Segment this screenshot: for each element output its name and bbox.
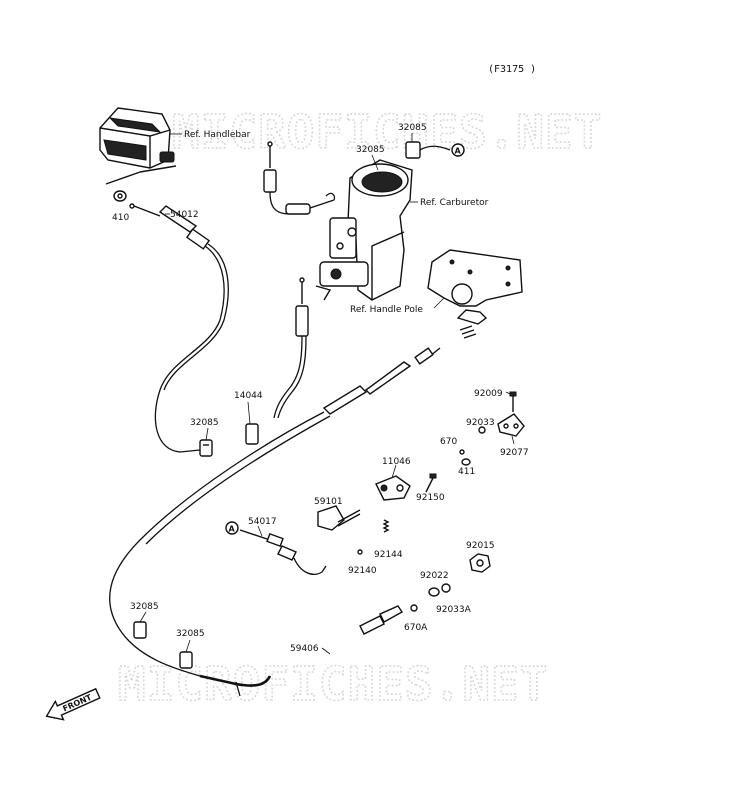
part-14044-clamp <box>245 423 259 445</box>
handle-pole-bracket <box>427 249 523 339</box>
part-92033-clip <box>478 426 486 434</box>
part-54012-throttle-cable <box>129 203 229 453</box>
label-92015: 92015 <box>466 541 495 551</box>
label-92077: 92077 <box>500 448 529 458</box>
label-32085-top2: 32085 <box>356 145 385 155</box>
label-54012: 54012 <box>170 210 199 220</box>
part-14044-choke-cable <box>273 277 309 419</box>
label-11046: 11046 <box>382 457 411 467</box>
label-59101: 59101 <box>314 497 343 507</box>
part-59406-long-cable <box>108 347 441 697</box>
callout-a-top: A <box>451 143 465 157</box>
part-92140-pin <box>357 549 363 555</box>
ref-handle-pole: Ref. Handle Pole <box>350 305 423 315</box>
part-92009-bolt <box>509 391 517 412</box>
callout-a-left: A <box>225 521 239 535</box>
part-59406-fitting <box>359 605 404 635</box>
label-32085-bl1: 32085 <box>130 602 159 612</box>
label-92022: 92022 <box>420 571 449 581</box>
part-92015-nut <box>469 553 491 573</box>
ref-handlebar: Ref. Handlebar <box>184 130 251 140</box>
part-54017-cable <box>239 529 327 575</box>
label-92009: 92009 <box>474 389 503 399</box>
part-32085-clamp-bl2 <box>179 651 193 669</box>
part-92077-bracket <box>497 413 525 437</box>
part-92150-bolt <box>425 473 437 493</box>
label-92140: 92140 <box>348 566 377 576</box>
svg-text:A: A <box>229 525 236 534</box>
label-92033A: 92033A <box>436 605 472 615</box>
label-92150: 92150 <box>416 493 445 503</box>
watermark-top: MICROFICHES.NET <box>172 105 602 159</box>
label-92033: 92033 <box>466 418 495 428</box>
label-32085-left: 32085 <box>190 418 219 428</box>
part-92144-spring <box>382 519 390 533</box>
front-arrow-icon: FRONT <box>45 687 101 721</box>
label-32085-top: 32085 <box>398 123 427 133</box>
part-32085-clamp-left <box>199 439 213 457</box>
label-92144: 92144 <box>374 550 403 560</box>
label-670: 670 <box>440 437 457 447</box>
part-92033A-clip <box>441 583 451 593</box>
part-choke-cable-upper <box>263 141 336 215</box>
part-59101-shaft <box>317 505 361 531</box>
label-410: 410 <box>112 213 129 223</box>
part-92022-washer <box>428 587 440 597</box>
part-32085-clamp-bl1 <box>133 621 147 639</box>
part-670-washer <box>459 449 465 455</box>
carburetor-body <box>315 159 413 301</box>
part-11046-lever <box>375 475 411 501</box>
svg-text:A: A <box>455 147 462 156</box>
ref-carburetor: Ref. Carburetor <box>420 198 489 208</box>
figure-code: (F3175 ) <box>488 64 536 75</box>
handlebar-throttle-housing <box>99 107 177 185</box>
part-411-washer <box>461 458 471 466</box>
part-670A-washer <box>410 604 418 612</box>
label-14044: 14044 <box>234 391 263 401</box>
part-410-nut <box>113 190 127 202</box>
label-411: 411 <box>458 467 475 477</box>
label-59406: 59406 <box>290 644 319 654</box>
part-32085-clamp-top <box>405 141 451 159</box>
label-54017: 54017 <box>248 517 277 527</box>
label-32085-bl2: 32085 <box>176 629 205 639</box>
label-670A: 670A <box>404 623 428 633</box>
